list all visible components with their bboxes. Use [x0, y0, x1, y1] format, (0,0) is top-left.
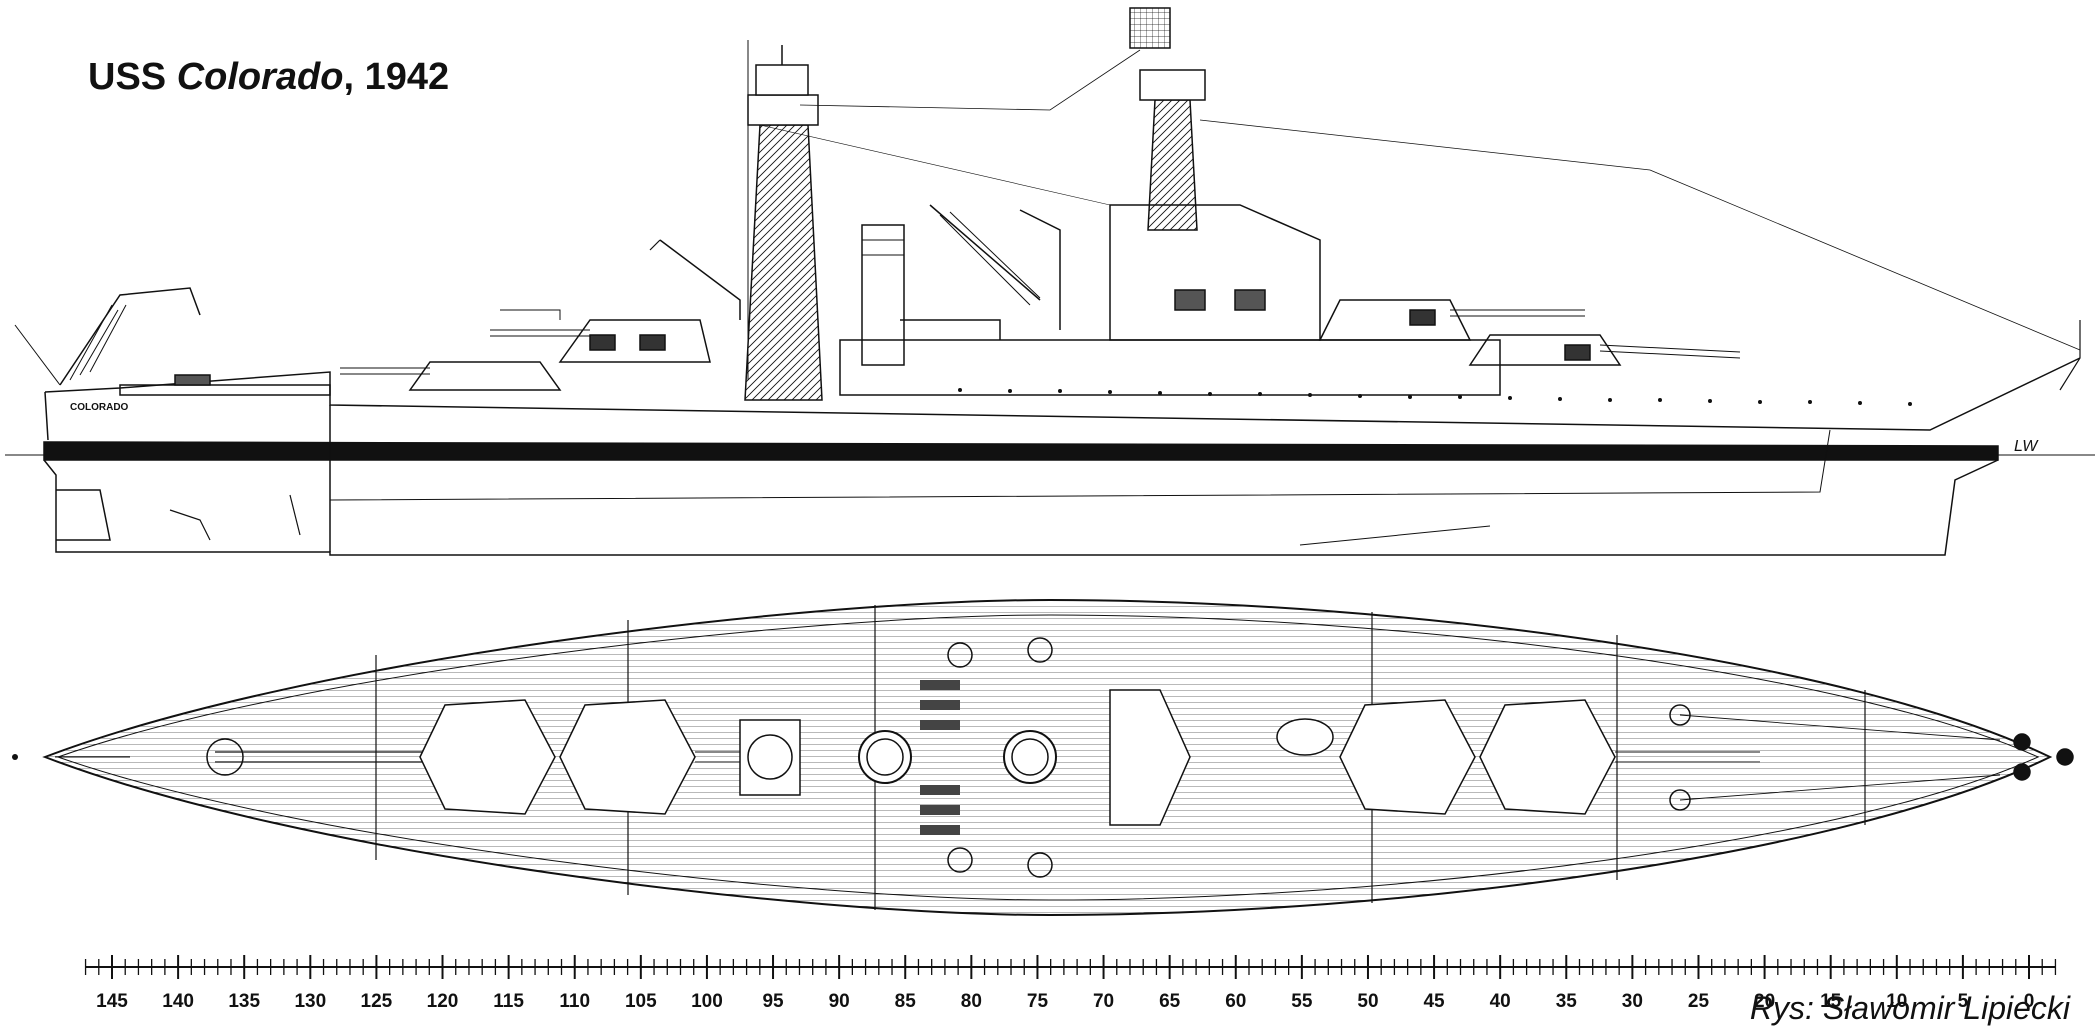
scale-label: 95 [762, 991, 784, 1012]
scale-label: 90 [829, 991, 850, 1012]
drawing-title: USS Colorado, 1942 [88, 56, 450, 98]
deck-plan-view [12, 598, 2074, 917]
scale-label: 10 [1886, 991, 1907, 1012]
scale-label: 145 [96, 991, 128, 1012]
author-credit: Rys: Sławomir Lipiecki [1749, 990, 2070, 1026]
scale-label: 0 [2024, 991, 2035, 1012]
scale-label: 120 [427, 991, 459, 1012]
scale-label: 60 [1225, 991, 1246, 1012]
scale-label: 20 [1754, 991, 1775, 1012]
scale-label: 25 [1688, 991, 1710, 1012]
scale-label: 65 [1159, 991, 1181, 1012]
scale-label: 35 [1556, 991, 1578, 1012]
scale-label: 85 [895, 991, 917, 1012]
scale-label: 100 [691, 991, 723, 1012]
scale-label: 15 [1820, 991, 1842, 1012]
scale-label: 130 [294, 991, 326, 1012]
scale-label: 50 [1357, 991, 1378, 1012]
scale-label: 140 [162, 991, 194, 1012]
scale-label: 45 [1423, 991, 1445, 1012]
hull-lettering: COLORADO [70, 402, 129, 413]
scale-label: 80 [961, 991, 982, 1012]
scale-label: 125 [361, 991, 393, 1012]
side-profile-view [5, 7, 2095, 556]
scale-label: 75 [1027, 991, 1049, 1012]
scale-label: 110 [559, 991, 590, 1012]
scale-label: 105 [625, 991, 657, 1012]
scale-label: 70 [1093, 991, 1114, 1012]
portholes [958, 388, 1912, 406]
scale-label: 115 [493, 991, 524, 1012]
waterline-label: LW [2014, 438, 2038, 455]
scale-label: 135 [228, 991, 260, 1012]
scale-label: 40 [1490, 991, 1511, 1012]
scale-label: 30 [1622, 991, 1643, 1012]
scale-label: 55 [1291, 991, 1313, 1012]
scale-label: 5 [1958, 991, 1969, 1012]
